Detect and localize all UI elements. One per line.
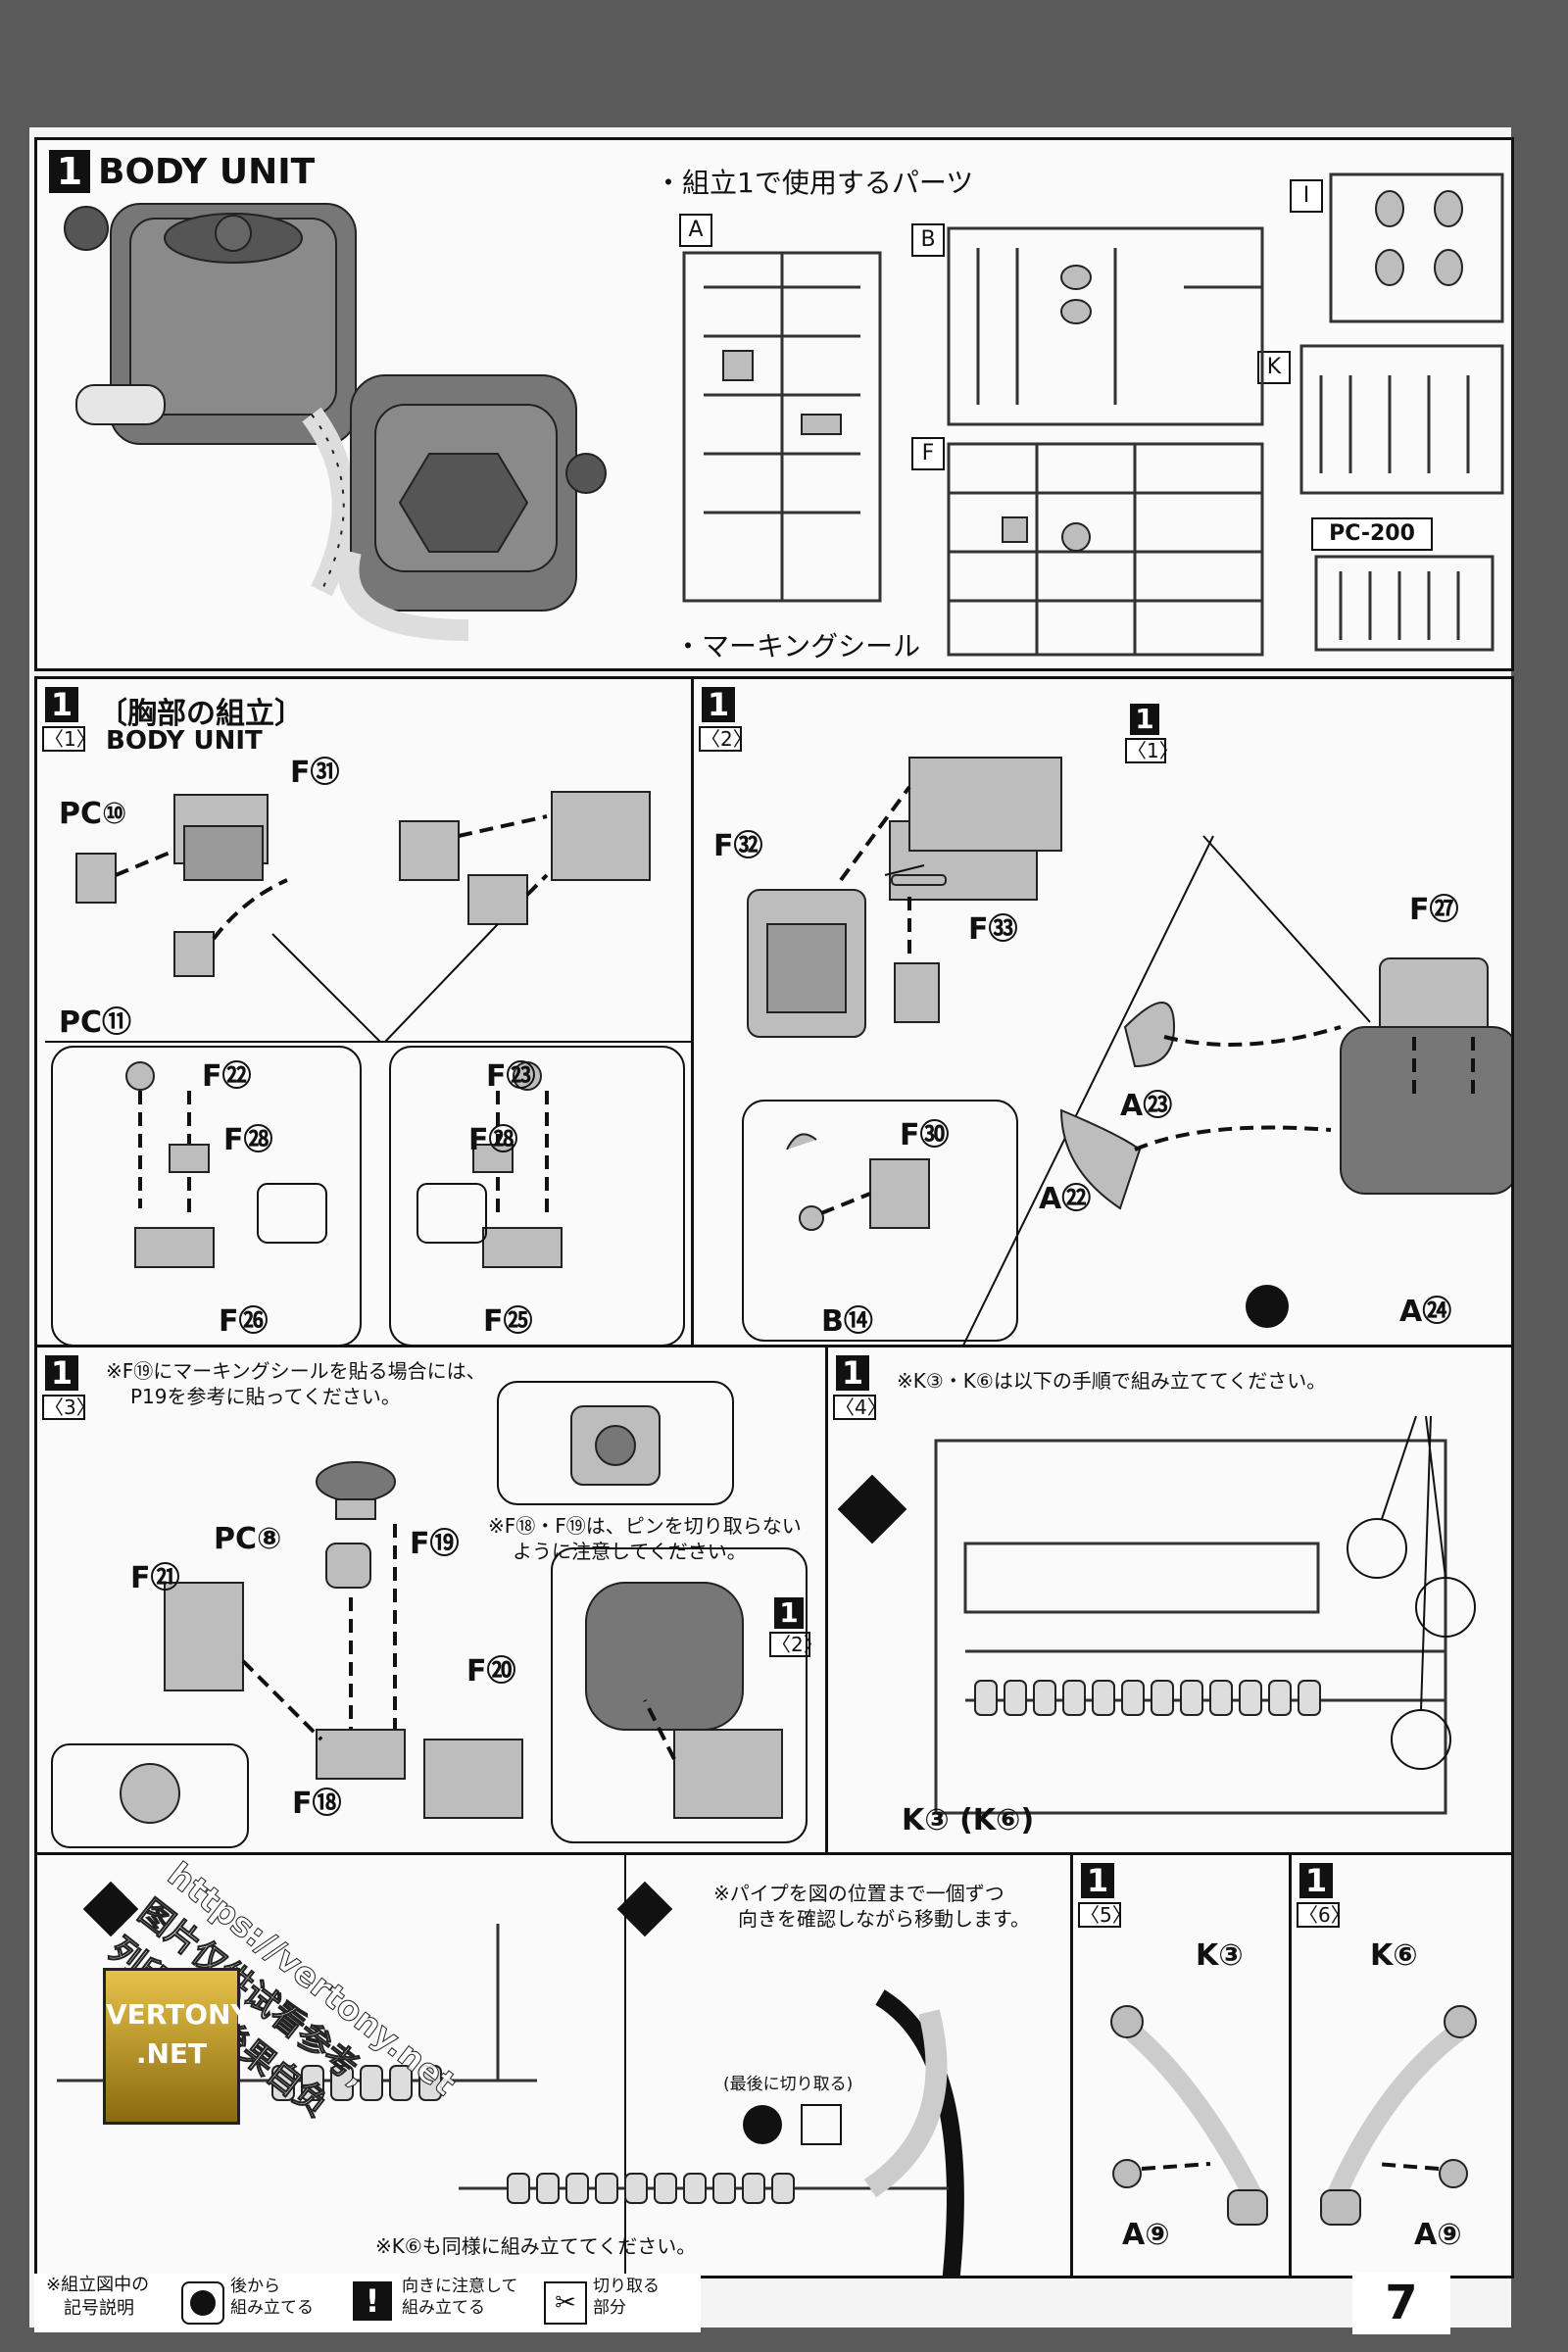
sprue-label-f: F: [911, 437, 945, 470]
sub4-label: 〈4〉: [833, 1395, 887, 1420]
sub3-label: 〈3〉: [42, 1395, 96, 1420]
label-pc10: PC⑩: [59, 797, 127, 831]
legend-cut-icon: ✂: [544, 2281, 587, 2325]
sub2-diagram: [742, 757, 1511, 1345]
label-k3-k6: K③ (K⑥): [902, 1803, 1035, 1838]
label-f19: F⑲: [410, 1527, 460, 1561]
sub3-diagram: [51, 1381, 808, 1848]
pipe-assembly-panel: ※パイプを図の位置まで一個ずつ 向きを確認しながら移動します。 (最後に切り取る…: [34, 1852, 1073, 2278]
label-k3: K③: [1196, 1938, 1244, 1973]
pipe-note1: ※パイプを図の位置まで一個ずつ: [713, 1882, 1004, 1905]
label-f20: F⑳: [466, 1654, 516, 1689]
sub6-label: 〈6〉: [1297, 1902, 1350, 1928]
sub6-diagram: [1320, 2005, 1477, 2226]
sub1-title: 〔胸部の組立〕: [98, 697, 304, 731]
label-a9: A⑨: [1122, 2218, 1170, 2252]
sub1-subtitle: BODY UNIT: [106, 726, 263, 756]
label-f30: F㉚: [900, 1118, 950, 1152]
sub2-label: 〈2〉: [699, 726, 753, 752]
sub3-panel: 1 〈3〉 ※F⑲にマーキングシールを貼る場合には、 P19を参考に貼ってくださ…: [34, 1345, 835, 1856]
label-f31: F㉛: [290, 756, 340, 790]
sprue-label-a: A: [679, 214, 712, 247]
step1-panel: 1 BODY UNIT ・組立1で使用するパーツ A B I K F PC-20…: [34, 137, 1514, 671]
legend-later-text: 後から 組み立てる: [230, 2277, 314, 2318]
sub6-step-number: 1: [1299, 1863, 1333, 1898]
sprue-label-i: I: [1290, 179, 1323, 213]
body-unit-render: [64, 203, 607, 641]
sub5-diagram: [1110, 2005, 1268, 2226]
legend-caution-icon: !: [353, 2281, 392, 2321]
sprue-drawings: [682, 172, 1504, 657]
sub1-label: 〈1〉: [42, 726, 96, 752]
sub3-ref-sub: 〈2〉: [769, 1632, 823, 1657]
label-f25: F㉕: [483, 1304, 533, 1339]
label-f18: F⑱: [292, 1787, 342, 1821]
sub2-panel: 1 〈2〉 1 〈1〉 F㉜ F㉝ F㉗ F㉚ B⑭ A㉓ A㉒ A㉔: [691, 676, 1514, 1348]
pipe-note2: 向きを確認しながら移動します。: [738, 1907, 1030, 1931]
sub4-step-number: 1: [836, 1355, 869, 1391]
vertony-logo: VERTONY .NET: [103, 1968, 251, 2125]
sub3-step-number: 1: [45, 1355, 78, 1391]
label-f33: F㉝: [968, 912, 1018, 947]
step-number: 1: [49, 150, 90, 193]
label-f26: F㉖: [219, 1304, 269, 1339]
parts-heading: ・組立1で使用するパーツ: [655, 167, 974, 199]
label-b14: B⑭: [821, 1304, 873, 1339]
label-pc11: PC⑪: [59, 1005, 132, 1040]
sub4-diagram: [837, 1415, 1476, 1815]
step-title: BODY UNIT: [98, 152, 316, 192]
sub5-panel: 1 〈5〉 K③ A⑨: [1070, 1852, 1296, 2278]
label-a22: A㉒: [1039, 1182, 1092, 1216]
sub3-note3: ※F⑱・F⑲は、ピンを切り取らない: [488, 1514, 802, 1538]
sub1-diagram: [45, 791, 691, 1345]
page-number: 7: [1352, 2272, 1450, 2334]
legend: ※組立図中の 記号説明 後から 組み立てる ! 向きに注意して 組み立てる ✂ …: [34, 2274, 701, 2332]
label-f22: F㉒: [202, 1059, 252, 1094]
legend-title-1: ※組立図中の: [46, 2275, 150, 2295]
sprue-label-pc200: PC-200: [1311, 517, 1433, 551]
sub2-ref-sub: 〈1〉: [1125, 738, 1179, 763]
sub1-panel: 1 〈1〉 〔胸部の組立〕 BODY UNIT PC⑩ F㉛ PC⑪ F㉒ F㉘…: [34, 676, 694, 1348]
legend-later-icon: [181, 2281, 224, 2325]
label-f28-left: F㉘: [223, 1123, 273, 1157]
label-f21: F㉑: [130, 1561, 180, 1595]
label-f32: F㉜: [713, 829, 763, 863]
cut-last-label: (最後に切り取る): [723, 2075, 854, 2094]
marking-seal-label: ・マーキングシール: [674, 630, 921, 662]
sub2-ref-step: 1: [1130, 704, 1159, 735]
sub1-step-number: 1: [45, 687, 78, 722]
sub5-step-number: 1: [1081, 1863, 1114, 1898]
sub6-panel: 1 〈6〉 K⑥ A⑨: [1289, 1852, 1514, 2278]
sprue-label-b: B: [911, 223, 945, 257]
label-a9-right: A⑨: [1414, 2218, 1462, 2252]
sub2-step-number: 1: [702, 687, 735, 722]
sub5-label: 〈5〉: [1078, 1902, 1132, 1928]
sub3-note4: ように注意してください。: [513, 1540, 747, 1563]
sub3-note1: ※F⑲にマーキングシールを貼る場合には、: [106, 1359, 486, 1383]
k6-note: ※K⑥も同様に組み立ててください。: [375, 2234, 697, 2258]
label-a23: A㉓: [1120, 1089, 1173, 1123]
sub4-panel: 1 〈4〉 ※K③・K⑥は以下の手順で組み立ててください。 K③ (K⑥): [825, 1345, 1514, 1856]
label-f23: F㉓: [486, 1059, 536, 1094]
label-pc8: PC⑧: [214, 1522, 282, 1556]
sub4-note: ※K③・K⑥は以下の手順で組み立ててください。: [897, 1369, 1327, 1393]
label-f27: F㉗: [1409, 893, 1459, 927]
legend-title-2: 記号説明: [64, 2298, 134, 2319]
pipe-diagram: [57, 1855, 964, 2276]
sub3-note2: P19を参考に貼ってください。: [130, 1385, 401, 1408]
label-f28-right: F㉘: [468, 1123, 518, 1157]
sub3-ref-step: 1: [774, 1597, 804, 1629]
legend-caution-text: 向きに注意して 組み立てる: [402, 2277, 518, 2318]
label-a24: A㉔: [1399, 1295, 1452, 1329]
label-k6: K⑥: [1370, 1938, 1418, 1973]
legend-cut-text: 切り取る 部分: [593, 2277, 660, 2318]
